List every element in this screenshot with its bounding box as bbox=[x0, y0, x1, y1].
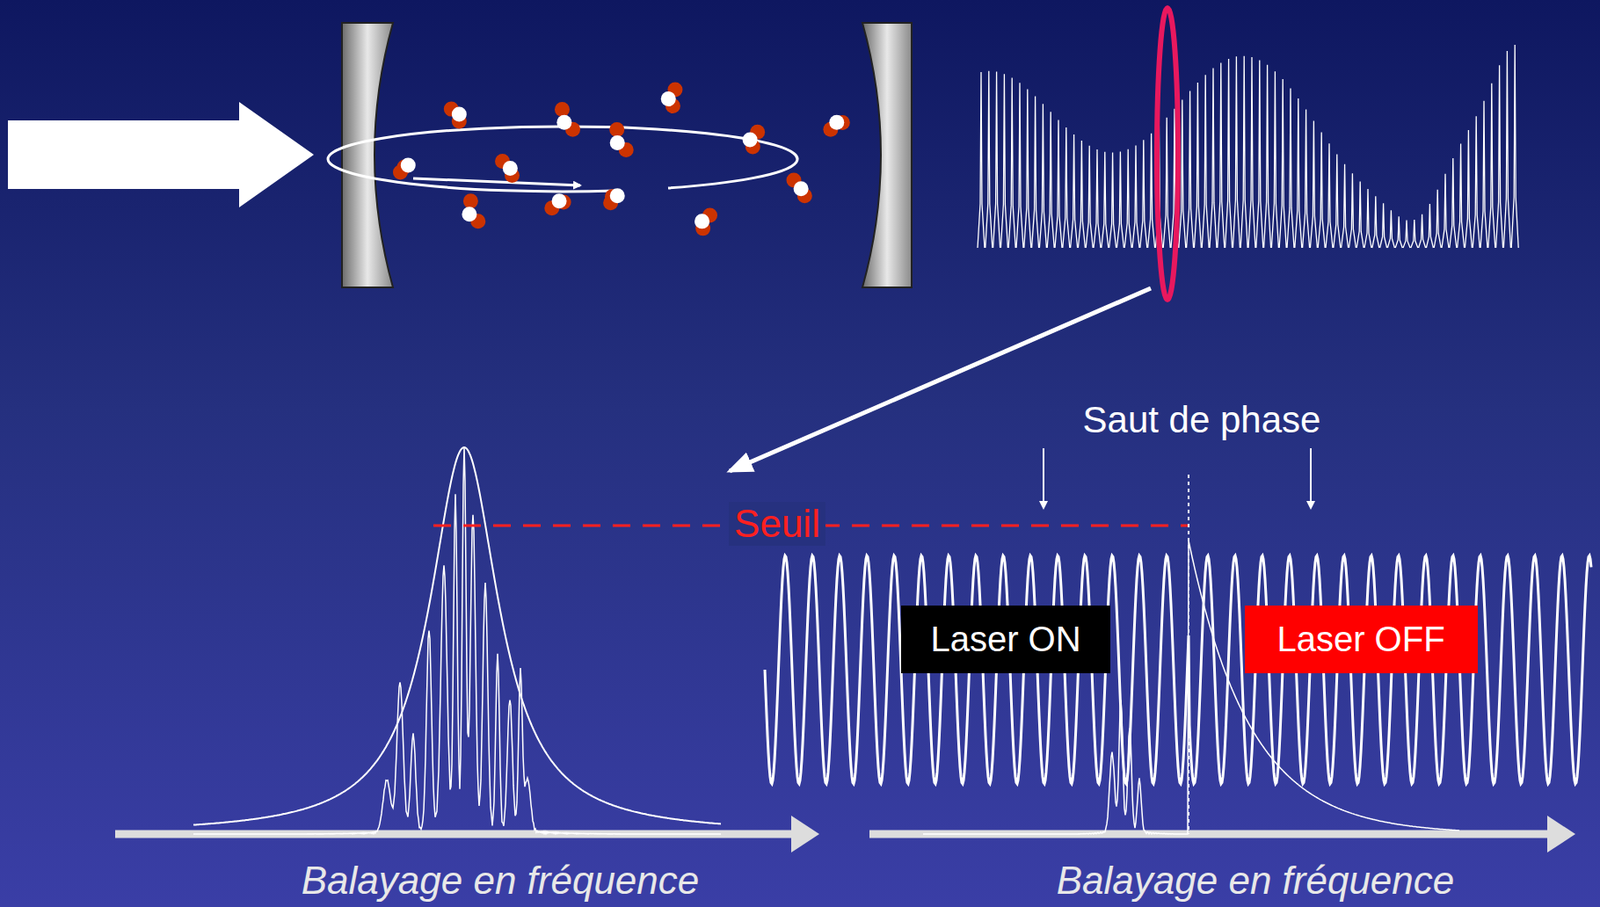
mode-highlight bbox=[1156, 7, 1179, 300]
light-path bbox=[413, 178, 581, 186]
cavity-modes bbox=[977, 44, 1519, 248]
pointer-arrow bbox=[1042, 448, 1045, 509]
annotation: Saut de phase bbox=[1083, 399, 1322, 442]
zoom-arrow bbox=[729, 288, 1151, 472]
state-label: Laser ON bbox=[930, 619, 1081, 660]
state-label: Laser OFF bbox=[1276, 619, 1445, 660]
axis bbox=[1547, 815, 1576, 853]
axis-label: Balayage en fréquence bbox=[1056, 858, 1455, 903]
state-box: Laser ON bbox=[901, 605, 1111, 674]
mirror bbox=[341, 22, 393, 288]
threshold-label: Seuil bbox=[728, 501, 826, 546]
axis-label: Balayage en fréquence bbox=[301, 858, 700, 903]
transmission-signal bbox=[193, 447, 721, 835]
molecules bbox=[392, 81, 851, 236]
ringdown-signal bbox=[923, 540, 1460, 835]
pointer-arrow bbox=[1309, 448, 1312, 509]
input-arrow bbox=[7, 101, 314, 208]
state-box: Laser OFF bbox=[1244, 605, 1478, 674]
beat-signal bbox=[764, 555, 1592, 785]
light-path bbox=[327, 126, 798, 192]
axis bbox=[791, 815, 820, 853]
mirror bbox=[862, 22, 912, 288]
phase-jump-line bbox=[1187, 474, 1190, 835]
